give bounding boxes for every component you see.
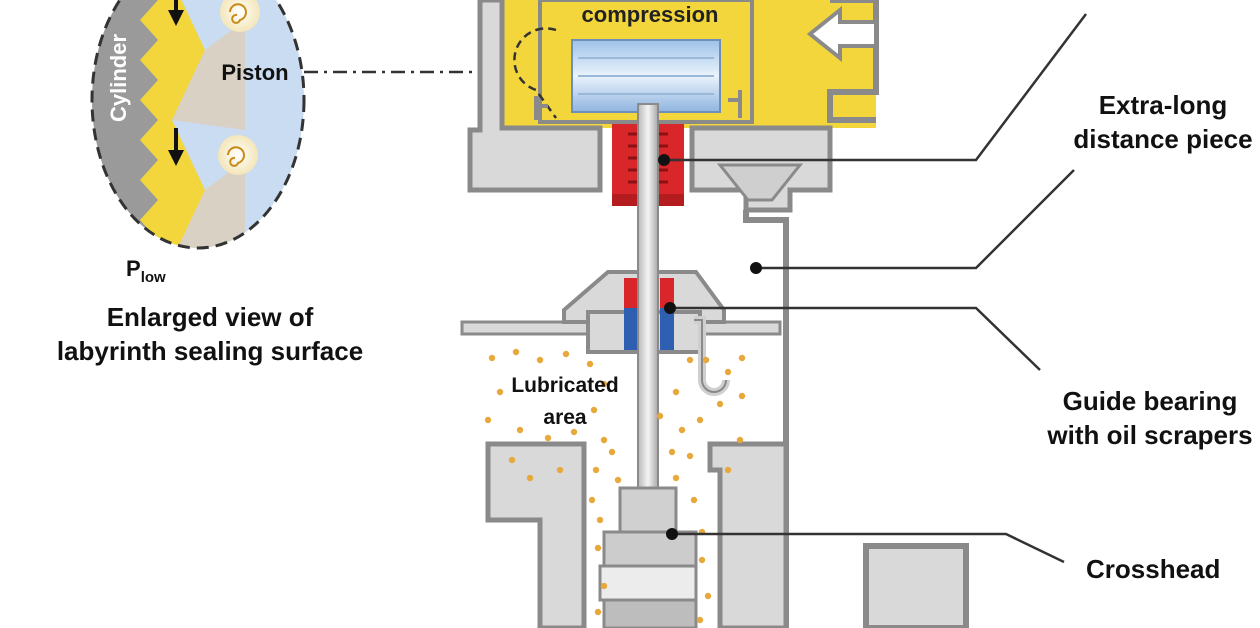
oil-droplet xyxy=(570,428,578,436)
oil-droplet xyxy=(704,592,712,600)
extra-long-line-1: Extra-long xyxy=(1098,90,1228,120)
crosshead-label: Crosshead xyxy=(1086,554,1221,584)
oil-droplet xyxy=(496,388,504,396)
oil-droplet xyxy=(600,582,608,590)
oil-droplet xyxy=(544,434,552,442)
oil-droplet xyxy=(600,436,608,444)
guide-bearing-label: Guide bearing with oil scrapers xyxy=(1040,384,1260,452)
piston-label: Piston xyxy=(221,60,288,85)
oil-droplet xyxy=(594,608,602,616)
oil-droplet xyxy=(590,406,598,414)
oil-droplet xyxy=(672,388,680,396)
crosshead xyxy=(598,486,698,628)
oil-droplet xyxy=(512,348,520,356)
oil-droplet xyxy=(690,496,698,504)
oil-droplet xyxy=(672,474,680,482)
svg-text:Plow: Plow xyxy=(126,256,166,286)
p-low-main: P xyxy=(126,256,141,281)
caption-line-1: Enlarged view of xyxy=(106,302,314,332)
oil-droplet xyxy=(594,544,602,552)
extra-long-distance-piece-label: Extra-long distance piece xyxy=(1066,88,1260,156)
oil-droplet xyxy=(516,426,524,434)
oil-droplet xyxy=(488,354,496,362)
oil-droplet xyxy=(686,356,694,364)
oil-droplet xyxy=(678,426,686,434)
oil-droplet xyxy=(536,356,544,364)
oil-droplet xyxy=(586,360,594,368)
callout-dot xyxy=(750,262,762,274)
oil-droplet xyxy=(588,496,596,504)
lubricated-area-label: Lubricated area xyxy=(490,370,640,434)
oil-dots xyxy=(484,348,746,624)
caption-line-2: labyrinth sealing surface xyxy=(56,336,364,366)
oil-droplet xyxy=(702,356,710,364)
lubricated-line-1: Lubricated xyxy=(511,374,619,397)
piston-rod xyxy=(637,103,659,495)
callout-leaders xyxy=(664,13,1087,564)
oil-droplet xyxy=(562,350,570,358)
flow-arrow-icon xyxy=(806,5,878,63)
oil-droplet xyxy=(608,448,616,456)
swirl-icon xyxy=(220,0,260,32)
swirl-icon xyxy=(218,135,258,175)
oil-droplet xyxy=(696,616,704,624)
arrow-down-icon xyxy=(168,0,184,26)
oil-droplet xyxy=(596,516,604,524)
guide-line-1: Guide bearing xyxy=(1062,386,1238,416)
oil-droplet xyxy=(526,474,534,482)
callout-dot xyxy=(664,302,676,314)
oil-droplet xyxy=(686,452,694,460)
oil-droplet xyxy=(724,466,732,474)
callout-dot xyxy=(658,154,670,166)
oil-droplet xyxy=(736,436,744,444)
enlarged-view-caption: Enlarged view of labyrinth sealing surfa… xyxy=(20,300,400,368)
oil-droplet xyxy=(738,354,746,362)
oil-droplet xyxy=(668,448,676,456)
oil-droplet xyxy=(656,412,664,420)
crankcase xyxy=(485,441,969,628)
callout-dot xyxy=(666,528,678,540)
oil-droplet xyxy=(592,466,600,474)
compression-label: compression xyxy=(582,2,719,27)
oil-droplet xyxy=(600,380,608,388)
extra-long-line-2: distance piece xyxy=(1073,124,1253,154)
oil-droplet xyxy=(484,416,492,424)
oil-droplet xyxy=(508,456,516,464)
oil-droplet xyxy=(724,368,732,376)
oil-droplet xyxy=(614,476,622,484)
oil-droplet xyxy=(738,392,746,400)
oil-droplet xyxy=(696,416,704,424)
oil-droplet xyxy=(716,400,724,408)
lubricated-line-2: area xyxy=(543,406,587,429)
oil-droplet xyxy=(698,556,706,564)
oil-droplet xyxy=(556,466,564,474)
cylinder-label: Cylinder xyxy=(106,34,131,122)
cylinder-housing xyxy=(467,0,879,213)
enlarged-view xyxy=(90,0,306,250)
p-low-sub: low xyxy=(141,269,166,286)
arrow-down-icon xyxy=(168,128,184,166)
guide-line-2: with oil scrapers xyxy=(1047,420,1253,450)
